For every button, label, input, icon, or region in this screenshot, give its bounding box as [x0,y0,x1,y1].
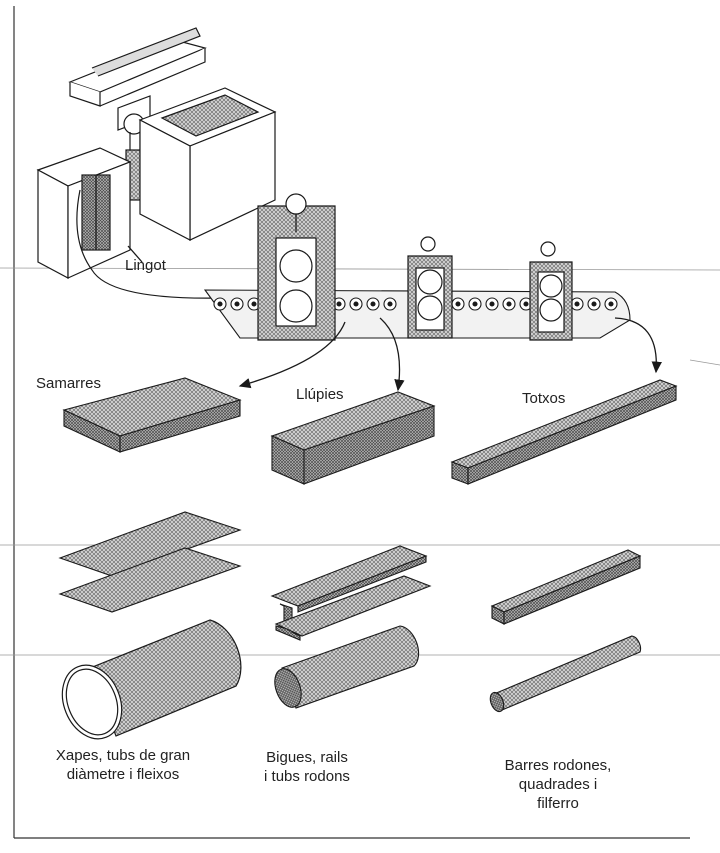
square-bar-product [490,549,642,625]
slabs-label: Samarres [36,375,102,392]
roller-axle [353,301,359,307]
caption-line: filferro [537,795,579,812]
round-bar-product [489,635,642,713]
roller-axle [574,301,580,307]
roller-axle [370,301,376,307]
caption-beams-rails: Bigues, rails i tubs rodons [232,748,382,786]
roller-axle [251,301,257,307]
slab-product [62,377,242,453]
roller-axle [234,301,240,307]
rolling-stands [257,193,573,341]
caption-line: Xapes, tubs de gran [55,747,191,764]
roller-axle [608,301,614,307]
roller-axle [387,301,393,307]
roller-axle [489,301,495,307]
blooms-label: Llúpies [296,386,344,403]
roller-axle [455,301,461,307]
billets-label: Totxos [522,390,566,407]
round-tube-product [274,625,420,709]
caption-sheets-tubes: Xapes, tubs de gran diàmetre i fleixos [28,746,218,784]
flow-arrows [127,245,662,392]
caption-line: quadrades i [518,776,598,793]
caption-line: Barres rodones, [504,757,612,774]
caption-line: i tubs rodons [264,768,350,785]
caption-line: Bigues, rails [266,749,348,766]
billet-product [450,379,678,485]
roller-axle [506,301,512,307]
large-tube-product [61,619,242,740]
roller-axle [591,301,597,307]
beam-product [270,545,432,641]
roller-axle [472,301,478,307]
roller-axle [336,301,342,307]
soaking-pit-and-crane [36,27,277,299]
roller-axle [217,301,223,307]
ingot-label: Lingot [125,257,166,274]
roller-axle [523,301,529,307]
sheet-products [58,511,242,613]
caption-line: diàmetre i fleixos [66,766,180,783]
bloom-product [270,391,436,485]
caption-bars-wire: Barres rodones, quadrades i filferro [468,756,648,813]
